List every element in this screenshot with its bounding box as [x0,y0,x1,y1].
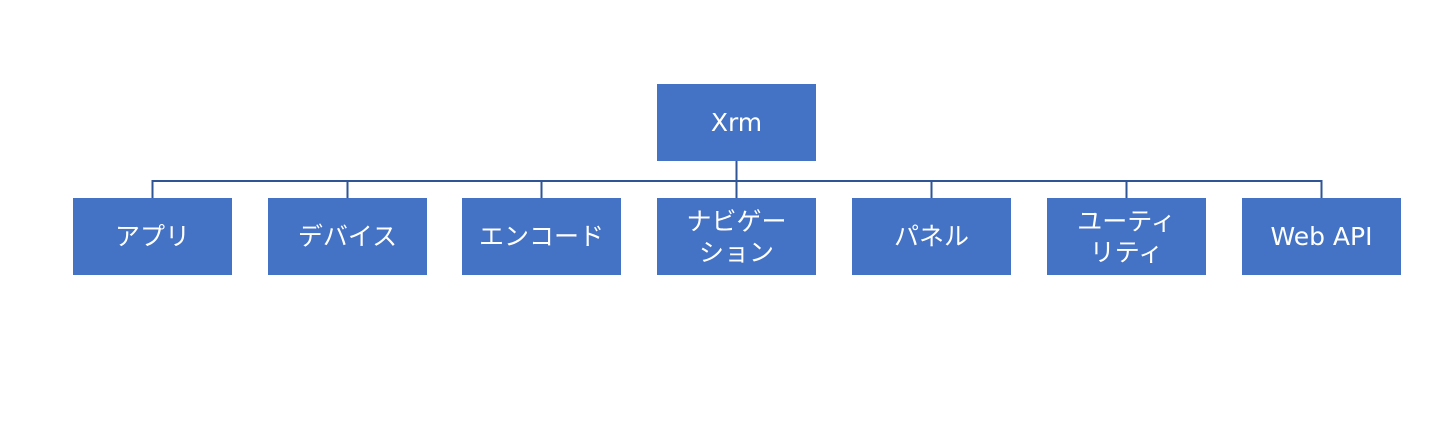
root-node-label: Xrm [710,108,763,137]
child-node-label: ユーティ リティ [1077,206,1176,267]
child-node-device: デバイス [268,198,427,275]
child-node-panel: パネル [852,198,1011,275]
child-node-label: ナビゲー ション [686,206,787,267]
root-node-xrm: Xrm [657,84,816,161]
child-node-utility: ユーティ リティ [1047,198,1206,275]
child-node-web-api: Web API [1242,198,1401,275]
child-node-label: アプリ [114,222,190,251]
child-node-navigation: ナビゲー ション [657,198,816,275]
child-node-app: アプリ [73,198,232,275]
child-node-label: Web API [1270,222,1373,251]
child-node-label: パネル [893,222,969,251]
child-node-label: デバイス [297,222,398,251]
child-node-encode: エンコード [462,198,621,275]
child-node-label: エンコード [478,222,604,251]
